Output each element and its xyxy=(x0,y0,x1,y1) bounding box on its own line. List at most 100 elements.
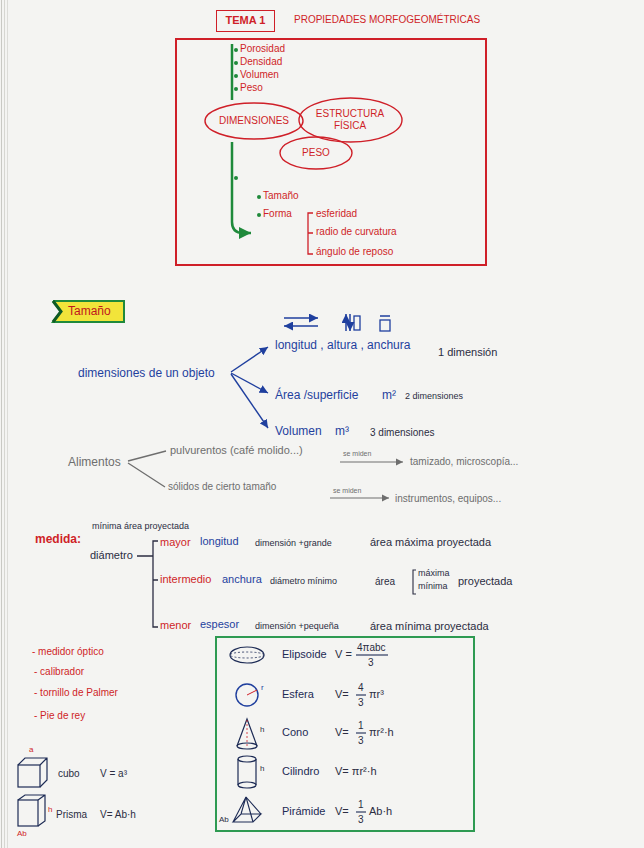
icon-letter: h xyxy=(260,725,264,735)
branch-root: dimensiones de un objeto xyxy=(78,366,215,380)
label-holder: área máxima proyectada xyxy=(370,536,491,549)
branch-arrow xyxy=(231,347,268,372)
node-text: Densidad xyxy=(240,56,282,68)
text-holder: Forma xyxy=(263,208,292,220)
paper-edge xyxy=(7,0,8,848)
label-holder: dimensiones de un objeto xyxy=(78,366,215,380)
trunk-line xyxy=(232,142,251,233)
measure-note: área máxima proyectada xyxy=(370,536,491,549)
text-holder: V= xyxy=(335,805,349,818)
label-holder: proyectada xyxy=(458,575,512,588)
measure-arrow xyxy=(330,497,389,498)
label-holder: longitud xyxy=(200,535,239,548)
section-label: medida: xyxy=(35,532,81,546)
food-type: pulvurentos (café molido...) xyxy=(170,444,303,457)
prism-icon xyxy=(18,795,45,826)
topic-box: TEMA 1 xyxy=(216,10,275,32)
text-holder: V= xyxy=(335,726,349,739)
dimension-term: longitud , altura , anchura xyxy=(275,338,410,352)
bullet-dot xyxy=(257,213,261,217)
node-text: 4πabc xyxy=(357,642,386,654)
concept-oval: ESTRUCTURA FÍSICA xyxy=(298,97,403,143)
bracket xyxy=(413,570,416,594)
measure-term: longitud xyxy=(200,535,239,548)
node-text: 3 xyxy=(358,697,364,709)
cylinder-icon xyxy=(238,782,256,788)
text-holder: esferidad xyxy=(316,208,357,220)
label-holder: a xyxy=(29,745,33,755)
label-holder: diámetro xyxy=(90,549,133,562)
label-holder: V= Ab·h xyxy=(100,809,136,821)
label-holder: espesor xyxy=(200,618,239,631)
label-holder: pulvurentos (café molido...) xyxy=(170,444,303,457)
cylinder-icon xyxy=(238,756,256,762)
node-text: πr³ xyxy=(369,688,384,701)
paper-edge xyxy=(4,0,5,848)
fraction-bar xyxy=(356,694,366,695)
list-item: - Pie de rey xyxy=(34,710,85,722)
prism-icon xyxy=(18,800,38,826)
branch-line xyxy=(128,451,166,487)
concept-oval: DIMENSIONES xyxy=(204,102,304,140)
oval-outline xyxy=(299,98,402,142)
dimension-term: Volumen xyxy=(275,424,322,438)
bullet-dot xyxy=(234,176,238,180)
node-text: Elipsoide xyxy=(282,648,327,661)
node-text: Porosidad xyxy=(240,43,285,55)
text-holder: 3 xyxy=(358,697,364,709)
node-text: Cono xyxy=(282,726,308,739)
icon-letter: r xyxy=(261,683,264,693)
node-text: 1 xyxy=(358,720,364,732)
text-holder: 1 xyxy=(358,720,364,732)
label-holder: Ab xyxy=(219,815,229,825)
label-holder: m³ xyxy=(335,424,349,438)
label-holder: cubo xyxy=(58,768,80,780)
branch-root: Alimentos xyxy=(68,455,121,469)
icon-letter: a xyxy=(29,745,33,755)
label-holder: diámetro mínimo xyxy=(270,576,337,587)
label-holder: dimensión +grande xyxy=(255,538,332,549)
node-text: Ab·h xyxy=(369,805,392,818)
node-text: radio de curvatura xyxy=(316,226,397,238)
measure-note: mínima xyxy=(418,581,448,592)
dimension-count: 2 dimensiones xyxy=(405,391,463,402)
fraction-bar xyxy=(356,811,366,812)
node-text: V= xyxy=(335,805,349,818)
node-text: Peso xyxy=(240,82,263,94)
text-holder: 1 xyxy=(358,799,364,811)
list-item: - tornillo de Palmer xyxy=(34,687,118,699)
text-holder: 4 xyxy=(358,682,364,694)
label-holder: se miden xyxy=(343,450,371,458)
node-text: V= πr²·h xyxy=(335,765,377,778)
label-holder: anchura xyxy=(222,573,262,586)
node-text: 3 xyxy=(368,657,374,669)
method-note: tamizado, microscopía... xyxy=(410,456,518,468)
label-holder: se miden xyxy=(333,487,361,495)
branch-root: diámetro xyxy=(90,549,133,562)
measure-term: mayor xyxy=(160,536,191,549)
node-text: Esfera xyxy=(282,688,314,701)
bracket xyxy=(308,213,313,254)
label-holder: h xyxy=(260,764,264,774)
label-holder: mínima xyxy=(418,581,448,592)
method-note: instrumentos, equipos... xyxy=(395,493,501,505)
text-holder: 4πabc xyxy=(357,642,386,654)
paper-edge xyxy=(1,0,2,848)
label-holder: h xyxy=(48,805,52,815)
label-holder: mínima área proyectada xyxy=(92,521,189,532)
food-type: sólidos de cierto tamaño xyxy=(168,481,276,493)
dimension-count: 1 dimensión xyxy=(438,346,497,359)
side-note: mínima área proyectada xyxy=(92,521,189,532)
bracket xyxy=(137,541,158,627)
tag-outline xyxy=(53,301,124,322)
measure-term: espesor xyxy=(200,618,239,631)
text-holder: 3 xyxy=(368,657,374,669)
height-icon xyxy=(354,316,360,330)
sphere-icon xyxy=(247,690,257,695)
text-holder: V= πr²·h xyxy=(335,765,377,778)
measure-note: máxima xyxy=(418,568,450,579)
cylinder-icon xyxy=(238,759,256,785)
label-holder: dimensión +pequeña xyxy=(255,621,339,632)
measure-term: anchura xyxy=(222,573,262,586)
node-text: Volumen xyxy=(240,69,279,81)
